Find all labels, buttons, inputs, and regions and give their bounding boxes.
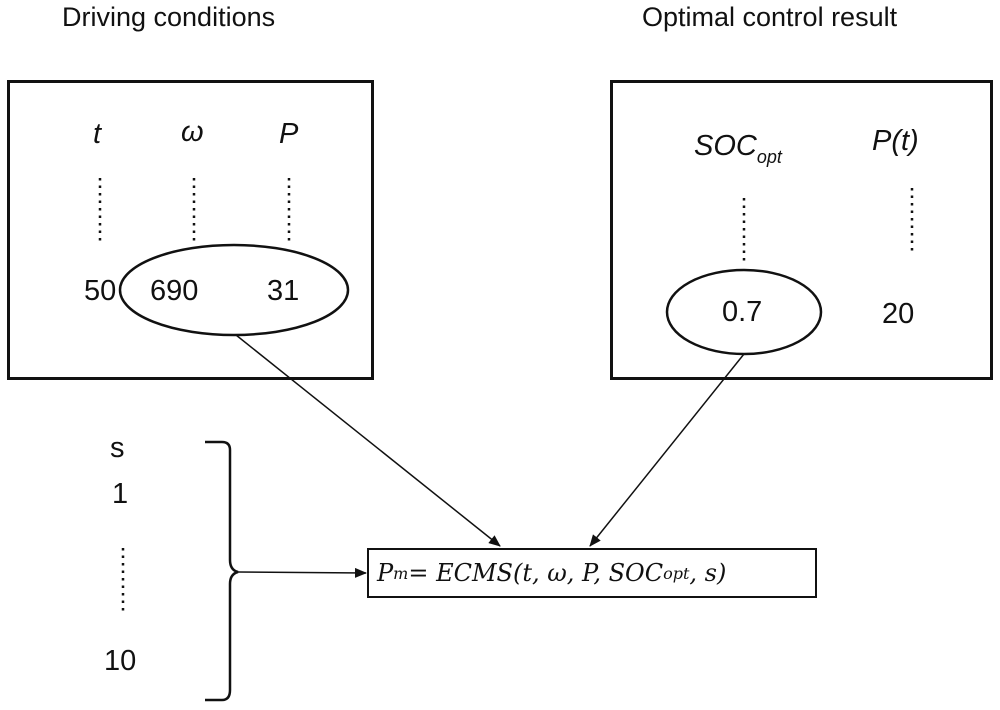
driving-values-ellipse <box>118 243 350 337</box>
p-column-header: P <box>279 118 299 150</box>
s-to-formula-arrow <box>237 567 367 578</box>
p-value: 31 <box>267 275 300 307</box>
pt-value: 20 <box>882 298 915 330</box>
soc-opt-value: 0.7 <box>722 296 763 328</box>
s-list-first: 1 <box>112 478 129 510</box>
pt-column-header: P(t) <box>872 125 919 157</box>
s-list-last: 10 <box>104 645 137 677</box>
formula-tail: , s) <box>689 559 727 587</box>
driving-to-formula-arrow <box>235 334 501 547</box>
omega-value: 690 <box>150 275 199 307</box>
driving-conditions-box <box>7 80 374 380</box>
t-value: 50 <box>84 275 117 307</box>
optimal-control-heading: Optimal control result <box>642 2 898 32</box>
formula-arg-sub: opt <box>663 563 690 583</box>
soc-to-formula-arrow <box>589 353 745 547</box>
t-column-header: t <box>93 118 102 150</box>
driving-conditions-heading: Driving conditions <box>62 2 276 32</box>
optimal-control-box <box>610 80 993 380</box>
omega-column-header: ω <box>181 116 204 148</box>
formula-lhs-sub: m <box>393 563 409 583</box>
s-list-header: s <box>110 432 125 464</box>
soc-opt-column-header: SOCopt <box>694 130 782 167</box>
formula-middle: = ECMS(t, ω, P, SOC <box>408 559 664 587</box>
s-range-brace <box>205 440 239 702</box>
formula-lhs: P <box>377 559 394 587</box>
